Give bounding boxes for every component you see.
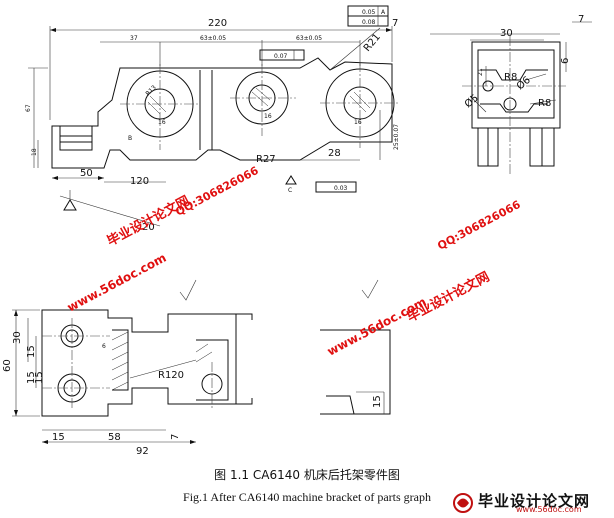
watermark-url-1: www.56doc.com [65,251,169,315]
top-dim-92: 92 [136,446,149,457]
side-dim-6: 6 [560,58,571,64]
side-view-outline [471,41,561,129]
top-dim-30: 30 [12,331,23,344]
dim-r27: R27 [256,154,276,165]
datum-b: B [128,135,132,142]
datum-c: C [288,187,292,194]
side-dim-21: 21 [477,68,484,76]
dim-20: 20 [142,222,155,233]
dim-120: 120 [130,176,149,187]
dim-37: 37 [130,35,138,42]
side-dim-30: 30 [500,28,513,39]
figure-caption-chinese: 图 1.1 CA6140 机床后托架零件图 [214,468,400,482]
site-logo: 毕业设计论文网 www.56doc.com [452,490,612,516]
tol-flatness: 0.03 [334,185,348,192]
dim-63-right: 63±0.05 [296,35,322,42]
side-dim-7: 7 [578,14,584,25]
tol-frame-2: 0.08 [362,19,376,26]
side-dim-r8-bottom: R8 [538,98,551,109]
watermark-qq-1: QQ:306826066 [173,164,261,219]
dim-7-front: 7 [392,18,398,29]
top-dim-15-a: 15 [26,345,37,358]
watermark-url-2: www.56doc.com [325,295,429,359]
logo-swirl-icon [453,493,473,513]
tol-frame-3: 0.07 [274,53,288,60]
dim-16-left: 16 [158,119,166,126]
watermarks: 毕业设计论文网 QQ:306826066 www.56doc.com QQ:30… [65,164,523,359]
watermark-qq-2: QQ:306826066 [435,198,523,253]
dim-67: 67 [25,104,32,112]
top-dim-15-e: 15 [372,395,383,408]
dim-16-right: 16 [354,119,362,126]
dim-16-middle: 16 [264,113,272,120]
side-dim-r8-top: R8 [504,72,517,83]
top-dim-7: 7 [170,434,181,440]
datum-a: A [381,9,386,16]
front-view [28,5,400,227]
dim-r13: R13 [144,84,157,97]
top-dim-15-c: 15 [34,371,45,384]
figure-caption-english: Fig.1 After CA6140 machine bracket of pa… [183,490,431,504]
dim-50: 50 [80,168,93,179]
top-view [12,279,391,444]
top-dim-15-d: 15 [52,432,65,443]
tolerance-frames [259,5,389,193]
dim-18: 18 [31,148,38,156]
top-dim-6: 6 [102,343,106,350]
dim-25: 25±0.07 [393,124,400,150]
dim-220: 220 [208,18,227,29]
front-view-outline [51,57,393,169]
dim-63-left: 63±0.05 [200,35,226,42]
dim-r21: R21 [362,32,383,54]
top-dim-15-b: 15 [26,371,37,384]
logo-url: www.56doc.com [516,505,582,514]
top-dim-58: 58 [108,432,121,443]
tol-frame-1: 0.05 [362,9,376,16]
dim-28: 28 [328,148,341,159]
top-dim-60: 60 [2,359,13,372]
side-view [430,21,592,176]
top-dim-r120: R120 [158,370,184,381]
logo-text: 毕业设计论文网 [478,492,591,510]
watermark-site-cn-1: 毕业设计论文网 [104,193,192,250]
front-view-base-plate [51,126,104,169]
